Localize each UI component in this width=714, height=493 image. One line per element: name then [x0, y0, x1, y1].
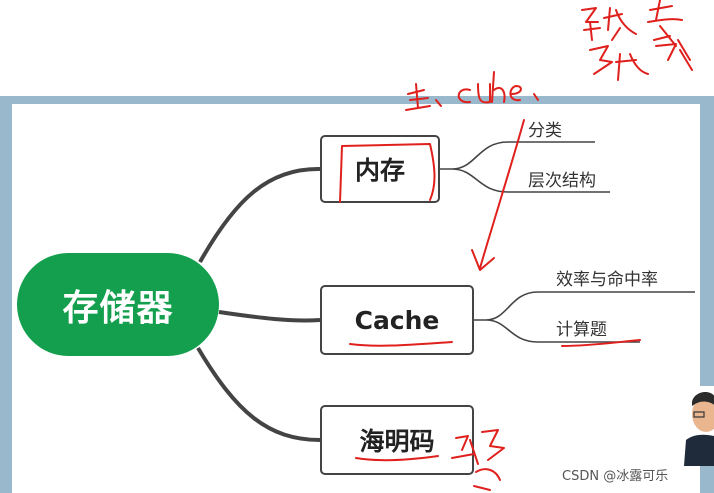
node-memory-label: 内存: [354, 156, 405, 185]
ink-memory-box: [339, 143, 436, 203]
node-cache-label: Cache: [354, 305, 440, 335]
ink-top-right-bottom: [589, 43, 693, 81]
node-hamming-label: 海明码: [359, 427, 435, 456]
ink-underline-hamming: [355, 455, 439, 462]
connector-root-memory: [198, 166, 321, 263]
ink-bottom-note: [451, 429, 505, 491]
ink-top-comma-1: [435, 99, 442, 107]
connector-memory-branches: [440, 141, 610, 193]
leaf-calculation: 计算题: [556, 320, 607, 340]
connector-root-hamming: [196, 346, 321, 442]
presenter-avatar: [684, 386, 714, 466]
root-label: 存储器: [62, 287, 174, 329]
mindmap-root-node: 存储器: [17, 253, 219, 356]
connector-cache-branches: [474, 291, 695, 343]
ink-top-main: [405, 83, 431, 111]
leaf-hit-rate: 效率与命中率: [556, 270, 658, 290]
connector-root-cache: [218, 310, 321, 323]
csdn-watermark: CSDN @冰露可乐: [562, 469, 669, 484]
ink-top-comma-2: [533, 93, 539, 101]
ink-top-right-word: [581, 0, 691, 61]
node-cache: Cache: [320, 285, 474, 355]
ink-underline-calc: [561, 339, 641, 347]
leaf-classification: 分类: [528, 121, 562, 141]
node-hamming: 海明码: [320, 405, 474, 475]
ink-arrow: [471, 119, 525, 271]
ink-underline-cache: [349, 341, 453, 347]
leaf-hierarchy: 层次结构: [528, 171, 596, 191]
ink-top-cache: [457, 71, 522, 104]
